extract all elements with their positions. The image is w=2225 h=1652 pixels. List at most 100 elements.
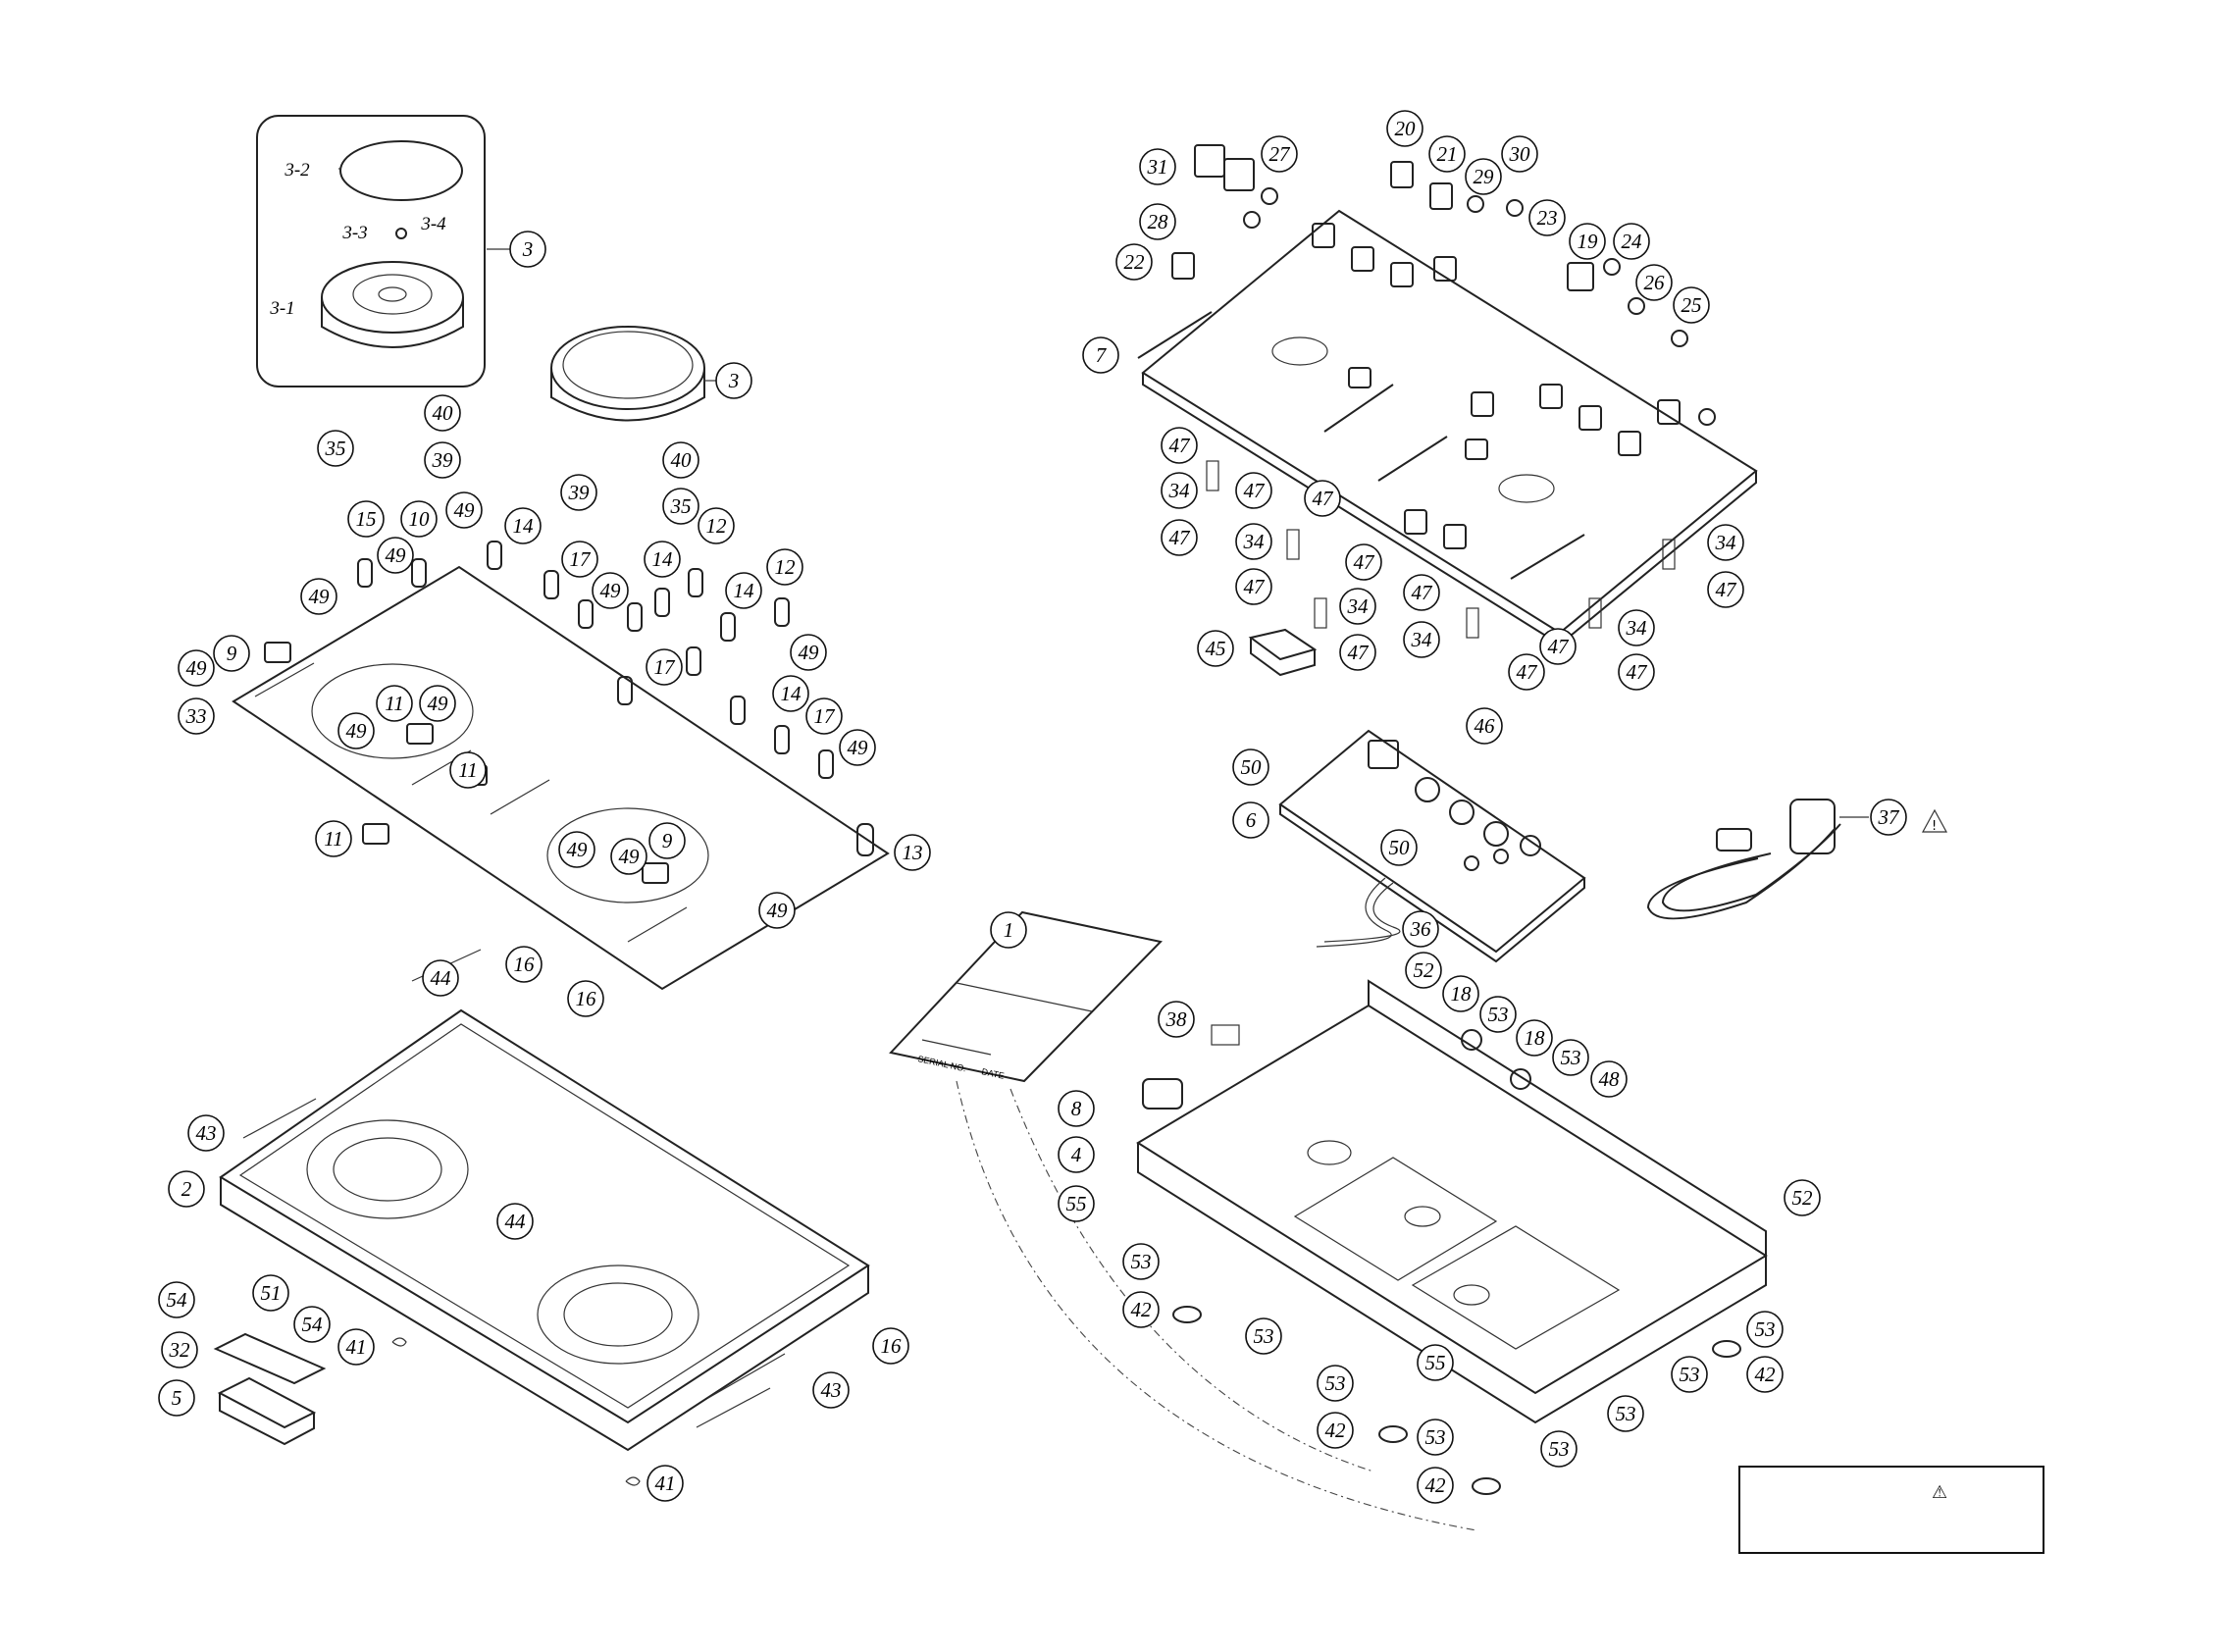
callout-number: 3-3 — [341, 223, 367, 243]
callout-c-10: 10 — [400, 500, 438, 538]
callout-number: 3-4 — [420, 214, 446, 234]
callout-c-42c: 42 — [1317, 1412, 1354, 1449]
callout-number: 20 — [1395, 117, 1417, 140]
callout-c-8: 8 — [1058, 1090, 1095, 1127]
callout-number: 21 — [1437, 142, 1458, 166]
callout-circle — [662, 441, 699, 479]
callout-c-3a: 3 — [509, 231, 546, 268]
callout-circle — [1158, 1001, 1195, 1038]
callout-c-48: 48 — [1590, 1060, 1628, 1098]
callout-circle — [422, 959, 459, 997]
callout-c-2: 2 — [168, 1170, 205, 1208]
callout-circle — [504, 507, 542, 544]
callout-number: 47 — [1412, 581, 1434, 604]
callout-c-6: 6 — [1232, 801, 1269, 839]
callout-circle — [1058, 1090, 1095, 1127]
callout-number: 18 — [1451, 982, 1473, 1006]
panel-knobs — [357, 541, 874, 856]
callout-circle — [1428, 135, 1466, 173]
callout-circle — [1552, 1039, 1589, 1076]
callout-c-50b: 50 — [1380, 829, 1418, 866]
callout-c-40a: 40 — [424, 394, 461, 432]
callout-number: 4 — [1071, 1143, 1082, 1166]
callout-number: 14 — [781, 682, 802, 705]
callout-circle — [1115, 243, 1153, 281]
callout-number: 1 — [1004, 918, 1014, 942]
callout-number: 55 — [1425, 1351, 1446, 1374]
callout-c-18a: 18 — [1442, 975, 1479, 1012]
callout-number: 11 — [324, 827, 342, 851]
callout-circle — [1508, 653, 1545, 691]
callout-number: 47 — [1517, 660, 1539, 684]
callout-c-18b: 18 — [1516, 1019, 1553, 1057]
callout-c-47h: 47 — [1707, 571, 1744, 608]
callout-c-47c: 47 — [1304, 480, 1341, 517]
callout-number: 39 — [432, 448, 454, 472]
callout-number: 47 — [1313, 487, 1335, 510]
callout-c-41a: 41 — [337, 1328, 375, 1366]
callout-number: 42 — [1755, 1363, 1777, 1386]
callout-circle — [1528, 199, 1566, 236]
callout-c-52b: 52 — [1784, 1179, 1821, 1216]
callout-circle — [1479, 996, 1517, 1033]
callout-circle — [1465, 158, 1502, 195]
callout-number: 46 — [1475, 714, 1496, 738]
callout-c-52a: 52 — [1405, 952, 1442, 989]
callout-circle — [424, 441, 461, 479]
callout-circle — [839, 729, 876, 766]
callout-number: 3 — [522, 237, 534, 261]
callout-circle — [1607, 1395, 1644, 1432]
callout-number: 54 — [302, 1313, 324, 1336]
callout-number: 9 — [662, 829, 673, 852]
callout-number: 14 — [652, 547, 674, 571]
callout-circle — [1417, 1467, 1454, 1504]
callout-c-47d: 47 — [1161, 519, 1198, 556]
callout-c-53a: 53 — [1479, 996, 1517, 1033]
callout-circle — [168, 1170, 205, 1208]
callout-circle — [1417, 1344, 1454, 1381]
callout-c-54a: 54 — [158, 1281, 195, 1318]
callout-c-49g: 49 — [419, 685, 456, 722]
callout-c-39b: 39 — [560, 474, 597, 511]
callout-c-21: 21 — [1428, 135, 1466, 173]
callout-number: 44 — [431, 966, 452, 990]
callout-c-49c: 49 — [300, 578, 337, 615]
callout-circle — [509, 231, 546, 268]
callout-c-47b: 47 — [1235, 472, 1272, 509]
callout-c-35a: 35 — [317, 430, 354, 467]
callout-circle — [1618, 609, 1655, 646]
callout-number: 50 — [1241, 755, 1263, 779]
callout-number: 42 — [1425, 1473, 1447, 1497]
callout-c-5: 5 — [158, 1379, 195, 1417]
callout-c-36: 36 — [1402, 910, 1439, 948]
callout-number: 40 — [433, 401, 454, 425]
callout-circle — [496, 1203, 534, 1240]
callout-circle — [1540, 1430, 1578, 1468]
callout-circle — [1122, 1291, 1160, 1328]
callout-c-46: 46 — [1466, 707, 1503, 745]
callout-circle — [662, 488, 699, 525]
callout-number: 34 — [1626, 616, 1648, 640]
callout-number: 29 — [1474, 165, 1495, 188]
callout-circle — [1339, 634, 1376, 671]
callout-circle — [158, 1379, 195, 1417]
callout-circle — [1058, 1185, 1095, 1222]
callout-number: 27 — [1269, 142, 1292, 166]
svg-text:!: ! — [1932, 819, 1937, 834]
callout-circle — [178, 649, 215, 687]
callout-c-13: 13 — [894, 834, 931, 871]
callout-number: 55 — [1066, 1192, 1087, 1215]
callout-c-27: 27 — [1261, 135, 1298, 173]
callout-circle — [400, 500, 438, 538]
callout-circle — [252, 1274, 289, 1312]
callout-circle — [1516, 1019, 1553, 1057]
callout-circle — [347, 500, 385, 538]
callout-number: 49 — [346, 719, 368, 743]
callout-c-40b: 40 — [662, 441, 699, 479]
callout-circle — [1161, 519, 1198, 556]
callout-number: 17 — [570, 547, 593, 571]
callout-c-51: 51 — [252, 1274, 289, 1312]
callout-circle — [1339, 588, 1376, 625]
callout-circle — [567, 980, 604, 1017]
caution-box: ⚠ — [1738, 1466, 2044, 1554]
